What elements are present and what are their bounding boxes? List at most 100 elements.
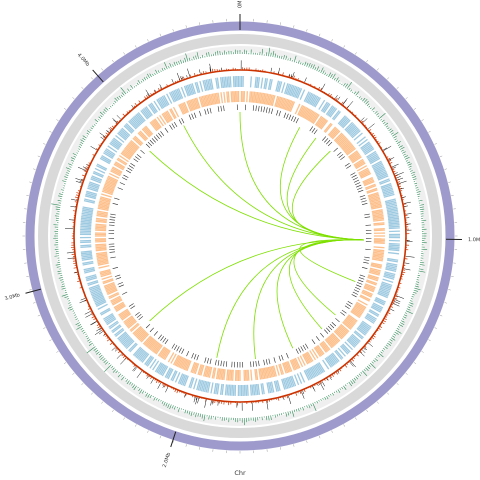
cds-forward-gene xyxy=(82,262,94,266)
feature-tick xyxy=(114,274,121,277)
gc-peak-bar xyxy=(283,397,285,401)
gc-skew-bar xyxy=(394,138,397,141)
cds-reverse-gene xyxy=(351,309,362,317)
cds-reverse-gene xyxy=(151,342,160,352)
cds-forward-gene xyxy=(366,150,377,158)
cds-forward-gene xyxy=(385,265,397,269)
gc-skew-bar xyxy=(403,155,409,158)
gc-content-bar xyxy=(340,367,343,369)
feature-tick xyxy=(286,353,289,359)
cds-reverse-gene xyxy=(368,274,379,279)
gc-content-bar xyxy=(377,327,381,330)
gc-skew-bar xyxy=(408,165,412,168)
gc-skew-bar xyxy=(339,388,341,390)
feature-tick xyxy=(133,158,139,163)
cds-reverse-gene xyxy=(372,254,384,258)
cds-reverse-gene xyxy=(367,275,379,281)
cds-reverse-gene xyxy=(362,289,373,296)
gc-content-bar xyxy=(354,114,357,117)
gc-peak-bar xyxy=(209,63,212,72)
gc-skew-bar xyxy=(156,398,158,401)
gc-skew-bar xyxy=(346,82,352,89)
feature-tick xyxy=(359,274,366,277)
gc-content-bar xyxy=(152,377,155,380)
gc-skew-track xyxy=(51,47,428,426)
cds-reverse-gene xyxy=(372,255,384,259)
gc-skew-bar xyxy=(410,300,413,302)
gc-skew-bar xyxy=(57,272,62,275)
gc-peak-bar xyxy=(181,76,184,80)
ideogram-tick xyxy=(37,314,41,317)
cds-reverse-gene xyxy=(138,331,148,341)
gc-skew-bar xyxy=(395,140,398,143)
cds-reverse-gene xyxy=(305,352,313,363)
cds-forward-gene xyxy=(380,285,391,291)
feature-tick xyxy=(361,267,368,269)
cds-reverse-gene xyxy=(349,152,360,160)
cds-reverse-gene xyxy=(140,333,150,343)
gc-skew-bar xyxy=(75,318,78,321)
feature-tick xyxy=(255,105,257,112)
gc-peak-bar xyxy=(288,73,290,77)
gc-content-bar xyxy=(150,376,153,379)
feature-tick xyxy=(361,203,368,205)
cds-forward-gene xyxy=(331,352,340,362)
cds-forward-gene xyxy=(252,384,256,396)
cds-forward-gene xyxy=(128,342,137,352)
gc-skew-bar xyxy=(161,67,164,72)
cds-forward-gene xyxy=(82,260,94,265)
gc-content-bar xyxy=(342,104,345,107)
feature-tick xyxy=(302,344,307,351)
cds-forward-gene xyxy=(92,292,103,299)
cds-reverse-gene xyxy=(372,252,384,256)
cds-reverse-gene xyxy=(279,363,285,375)
cds-reverse-gene xyxy=(338,137,348,147)
feature-tick xyxy=(164,127,169,133)
cds-forward-gene xyxy=(137,112,146,122)
gc-content-bar xyxy=(392,168,395,171)
cds-reverse-gene xyxy=(355,162,366,170)
cds-reverse-gene xyxy=(371,262,383,266)
feature-tick xyxy=(326,139,331,145)
gc-skew-bar xyxy=(418,268,424,270)
gc-skew-bar xyxy=(405,310,413,315)
cds-reverse-gene xyxy=(159,347,167,358)
gc-content-bar xyxy=(181,78,183,81)
cds-reverse-gene xyxy=(129,322,139,331)
gc-content-bar xyxy=(106,338,111,342)
cds-forward-gene xyxy=(99,307,111,315)
cds-reverse-gene xyxy=(100,272,112,278)
cds-reverse-gene xyxy=(107,176,118,183)
cds-forward-gene xyxy=(382,189,394,194)
gc-content-bar xyxy=(401,271,406,274)
cds-forward-gene xyxy=(213,382,217,395)
cds-reverse-gene xyxy=(360,172,372,179)
cds-forward-gene xyxy=(388,242,400,245)
feature-tick xyxy=(331,322,337,327)
gc-skew-bar xyxy=(377,115,380,118)
cds-reverse-gene xyxy=(369,268,381,273)
gc-skew-bar xyxy=(322,398,324,400)
cds-reverse-gene xyxy=(170,108,177,119)
gc-content-bar xyxy=(87,164,90,167)
cds-forward-gene xyxy=(351,333,361,342)
cds-reverse-gene xyxy=(313,347,321,358)
position-marker xyxy=(92,69,104,83)
gc-peak-bar xyxy=(113,119,118,124)
gc-skew-bar xyxy=(91,125,95,128)
cds-forward-gene xyxy=(358,325,368,334)
cds-forward-gene xyxy=(160,365,167,376)
cds-forward-gene xyxy=(289,85,295,96)
gc-skew-bar xyxy=(117,373,122,378)
ideogram-tick xyxy=(386,392,390,395)
cds-reverse-gene xyxy=(294,103,301,115)
gc-skew-bar xyxy=(102,111,106,114)
gc-skew-bar xyxy=(86,337,90,340)
cds-forward-gene xyxy=(307,93,314,104)
gc-content-bar xyxy=(391,303,394,306)
cds-reverse-gene xyxy=(283,362,289,374)
cds-reverse-gene xyxy=(172,106,180,118)
gc-content-bar xyxy=(103,139,105,141)
cds-reverse-gene xyxy=(102,279,114,285)
gc-skew-bar xyxy=(328,394,330,397)
